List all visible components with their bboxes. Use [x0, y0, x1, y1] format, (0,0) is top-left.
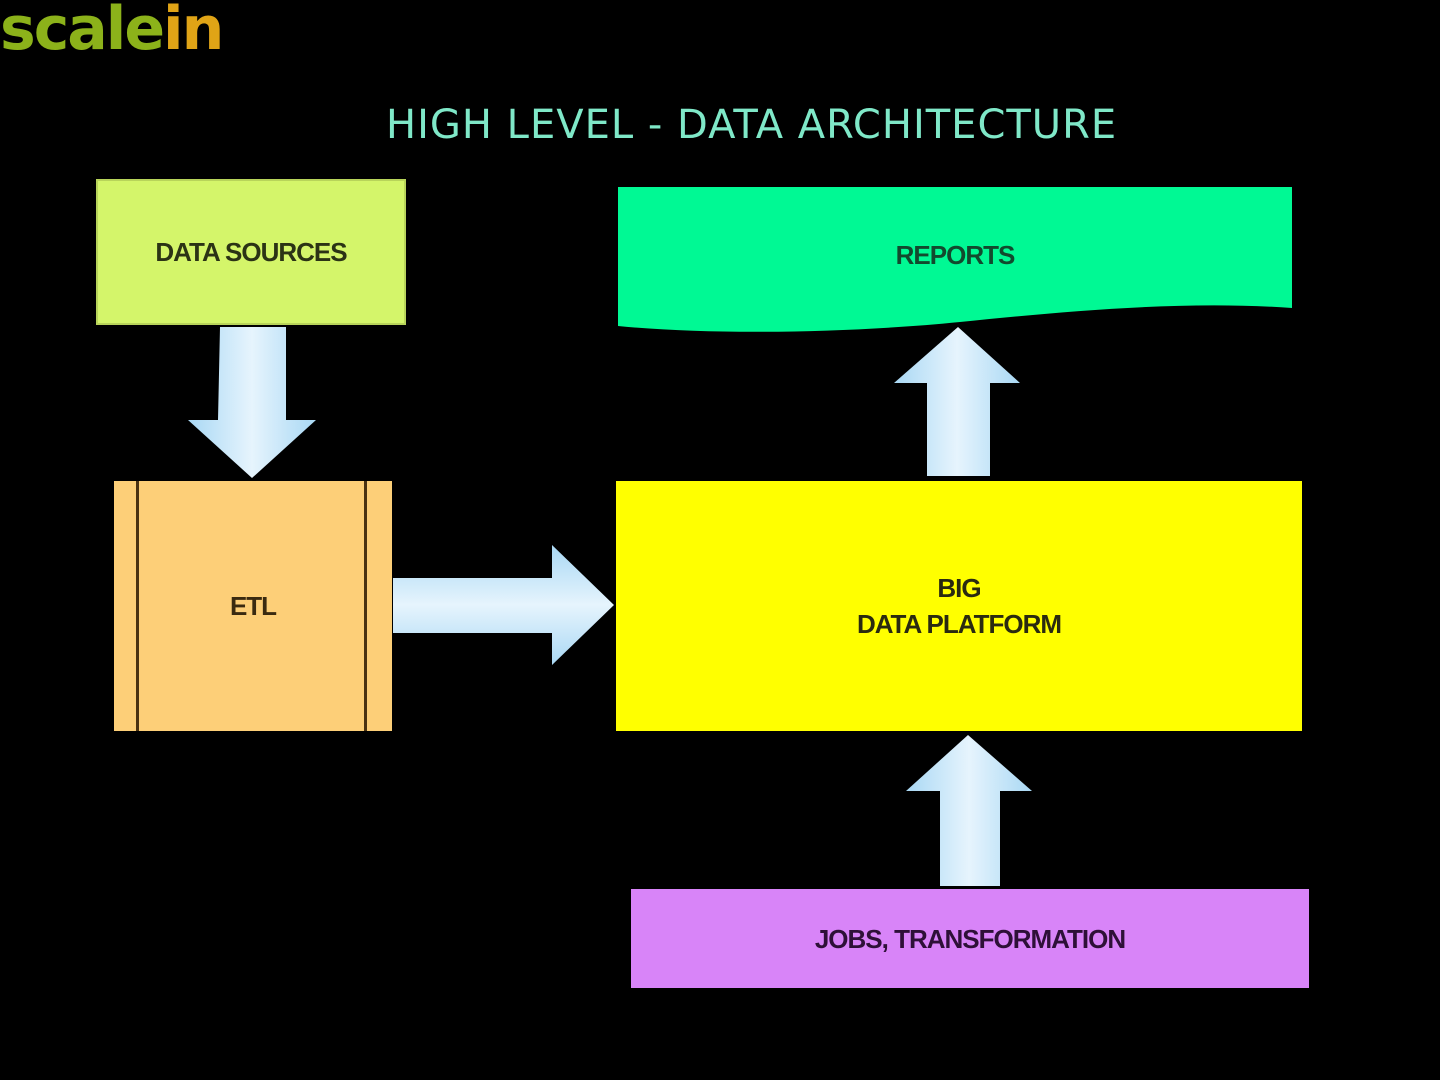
- etl-right-bar: [364, 481, 367, 731]
- etl-left-bar: [136, 481, 139, 731]
- jobs-label: JOBS, TRANSFORMATION: [814, 923, 1126, 954]
- etl-label: ETL: [229, 591, 277, 621]
- bdp-label-line1: BIG: [937, 573, 981, 603]
- logo-text-in: in: [163, 0, 224, 64]
- data-sources-node: DATA SOURCES: [96, 179, 406, 325]
- reports-node-shape: [618, 187, 1292, 332]
- data-sources-label: DATA SOURCES: [155, 237, 347, 267]
- arrow-etl-to-platform: [393, 545, 614, 665]
- big-data-platform-node: BIG DATA PLATFORM: [616, 481, 1302, 731]
- jobs-transformation-node: JOBS, TRANSFORMATION: [631, 889, 1309, 988]
- etl-node: ETL: [114, 481, 392, 731]
- arrow-platform-to-reports: [894, 327, 1020, 476]
- diagram-title: HIGH LEVEL - DATA ARCHITECTURE: [386, 102, 1118, 148]
- reports-node-label: REPORTS: [895, 240, 1016, 270]
- bdp-label-line2: DATA PLATFORM: [856, 609, 1062, 639]
- scalein-logo: scalein: [0, 0, 224, 64]
- arrow-datasources-to-etl: [188, 327, 316, 478]
- logo-text-scale: scale: [0, 0, 165, 64]
- arrow-jobs-to-platform: [906, 735, 1032, 886]
